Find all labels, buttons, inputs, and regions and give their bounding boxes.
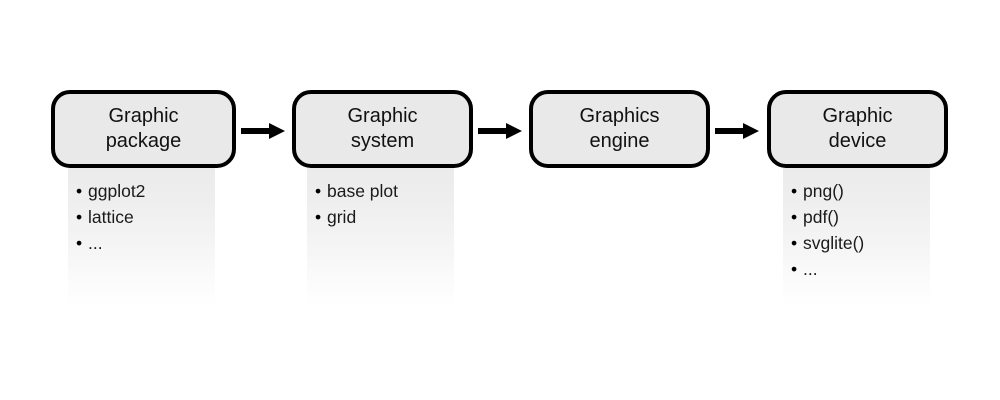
list-item: •pdf() (791, 204, 930, 230)
bullet-icon: • (76, 233, 83, 253)
list-item-label: ... (803, 259, 818, 279)
list-item-label: grid (327, 207, 357, 227)
bullet-icon: • (315, 181, 322, 201)
bullet-icon: • (791, 207, 798, 227)
node-box-graphics-engine[interactable]: Graphics engine (529, 90, 710, 168)
bullet-icon: • (791, 181, 798, 201)
list-item-label: png() (803, 181, 844, 201)
node-label-graphics-engine: Graphics engine (579, 105, 660, 152)
detail-panel-graphic-device: •png() •pdf() •svglite() •... (783, 168, 930, 308)
detail-panel-graphic-system: •base plot •grid (307, 168, 454, 308)
detail-panel-graphic-package: •ggplot2 •lattice •... (68, 168, 215, 308)
list-item-label: svglite() (803, 233, 865, 253)
list-item-label: lattice (88, 207, 134, 227)
list-item-label: pdf() (803, 207, 839, 227)
node-label-graphic-device: Graphic device (822, 105, 893, 152)
node-label-graphic-package: Graphic package (105, 105, 182, 152)
arrow-package-to-system-icon (241, 122, 285, 140)
list-item: •... (76, 230, 215, 256)
list-item-label: base plot (327, 181, 399, 201)
list-item: •base plot (315, 178, 454, 204)
list-item: •lattice (76, 204, 215, 230)
list-item: •png() (791, 178, 930, 204)
node-box-graphic-system[interactable]: Graphic system (292, 90, 473, 168)
bullet-icon: • (791, 259, 798, 279)
list-item: •grid (315, 204, 454, 230)
arrow-system-to-engine-icon (478, 122, 522, 140)
list-item-label: ... (88, 233, 103, 253)
detail-list-graphic-device: •png() •pdf() •svglite() •... (783, 168, 930, 282)
node-label-graphic-system: Graphic system (347, 105, 418, 152)
detail-list-graphic-package: •ggplot2 •lattice •... (68, 168, 215, 256)
list-item: •svglite() (791, 230, 930, 256)
bullet-icon: • (315, 207, 322, 227)
node-box-graphic-package[interactable]: Graphic package (51, 90, 236, 168)
bullet-icon: • (76, 207, 83, 227)
list-item: •... (791, 256, 930, 282)
arrow-engine-to-device-icon (715, 122, 759, 140)
list-item: •ggplot2 (76, 178, 215, 204)
list-item-label: ggplot2 (88, 181, 146, 201)
bullet-icon: • (76, 181, 83, 201)
detail-list-graphic-system: •base plot •grid (307, 168, 454, 230)
node-box-graphic-device[interactable]: Graphic device (767, 90, 948, 168)
bullet-icon: • (791, 233, 798, 253)
